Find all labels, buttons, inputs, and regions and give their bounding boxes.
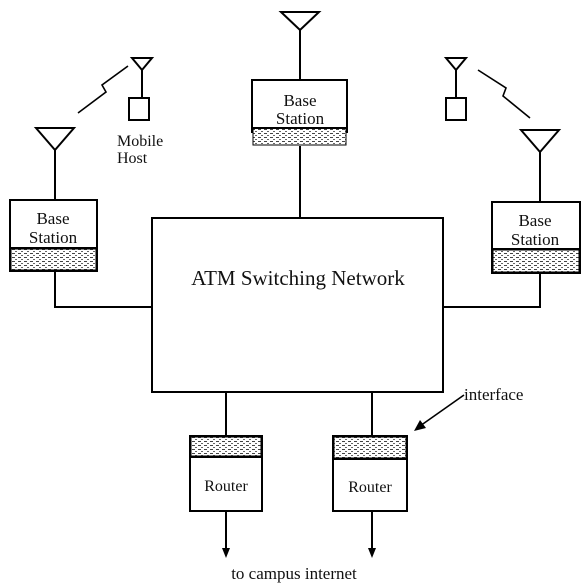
base-station-left-label-line2: Station: [28, 228, 78, 247]
base-station-left-label: Base Station: [14, 210, 92, 246]
interface-label: interface: [464, 385, 524, 404]
base-station-left-dotted-strip: [10, 248, 97, 271]
router-right-label: Router: [348, 479, 392, 496]
router-left-dotted-strip: [190, 436, 262, 457]
antenna-icon: [129, 57, 155, 98]
base-station-top-label-line1: Base: [283, 91, 317, 110]
router-right-dotted-strip: [333, 436, 407, 459]
mobile-host-label-line2: Host: [117, 150, 148, 167]
wireless-link-right-icon: [477, 69, 531, 119]
mobile-host-label-line1: Mobile: [117, 133, 164, 150]
base-station-left-label-line1: Base: [36, 209, 70, 228]
base-station-right-label-line2: Station: [510, 230, 560, 249]
antenna-icon: [518, 129, 562, 202]
interface-arrow-head-icon: [414, 420, 426, 431]
antenna-icon: [33, 127, 77, 200]
bottom-caption: to campus internet: [231, 564, 357, 583]
base-station-right-label: Base Station: [496, 212, 574, 248]
wireless-link-left-icon: [77, 65, 129, 114]
antenna-icon: [443, 57, 469, 98]
arrow-head-icon: [368, 548, 376, 558]
atm-switch-box: [151, 217, 444, 393]
base-station-right-label-line1: Base: [518, 211, 552, 230]
link-right-to-switch: [443, 273, 541, 308]
link-left-to-switch: [54, 271, 152, 308]
base-station-top-label: Base Station: [261, 92, 339, 127]
base-station-top-label-line2: Station: [275, 109, 325, 128]
base-station-right-box: [491, 201, 581, 274]
mobile-host-right-device: [445, 97, 467, 121]
router-right-box: [332, 435, 408, 512]
arrow-head-icon: [222, 548, 230, 558]
base-station-left-box: [9, 199, 98, 272]
base-station-top-dotted-strip: [252, 127, 347, 146]
atm-switch-label: ATM Switching Network: [191, 266, 405, 290]
base-station-right-dotted-strip: [492, 249, 580, 273]
mobile-host-label: Mobile Host: [117, 134, 163, 167]
interface-pointer-line: [419, 394, 465, 427]
antenna-icon: [278, 11, 322, 80]
mobile-host-left-device: [128, 97, 150, 121]
router-left-label: Router: [204, 478, 248, 495]
